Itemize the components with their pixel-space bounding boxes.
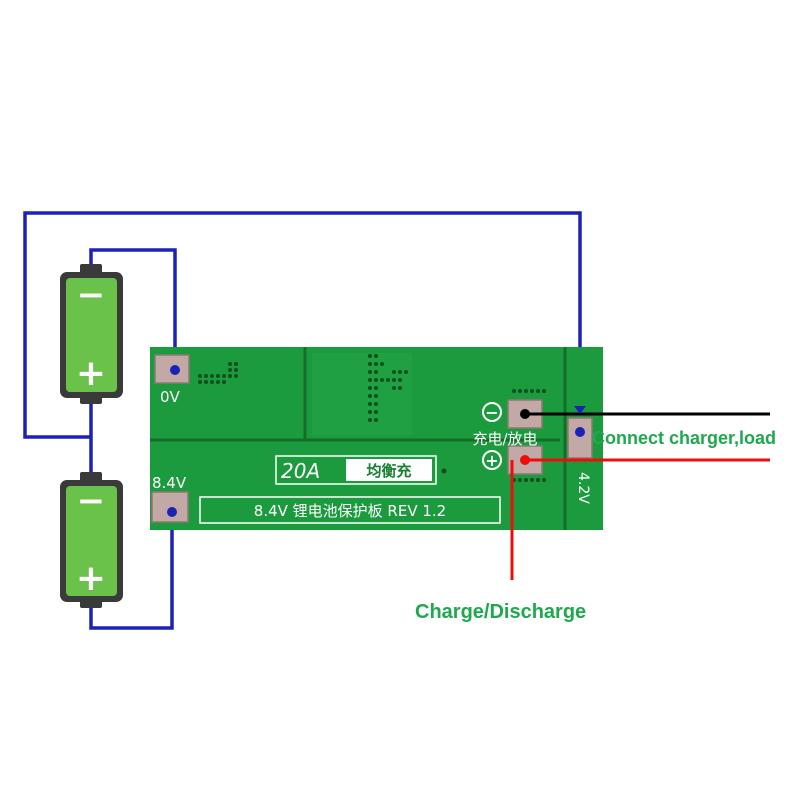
- battery-bottom-body: [66, 486, 117, 596]
- pcb-vias-left: [198, 362, 238, 384]
- port-plus-symbol: +: [485, 451, 498, 470]
- pad-4v2-label: 4.2V: [575, 472, 591, 504]
- battery-top-base: [80, 396, 102, 404]
- port-minus-symbol-ring: [482, 402, 502, 422]
- pad-0v-label: 0V: [160, 388, 181, 406]
- battery-top-body: [66, 278, 117, 392]
- pad-0v: [154, 354, 190, 384]
- pad-8v4-joint: [167, 507, 177, 517]
- arrow-icon: [574, 406, 586, 414]
- battery-top: − +: [60, 264, 123, 404]
- battery-bottom-minus: −: [77, 481, 106, 521]
- pad-8v4: [151, 491, 189, 523]
- connect-label: Connect charger,load: [592, 428, 776, 448]
- pcb-copper-pour: [312, 353, 412, 435]
- wire-outer-loop: [23, 211, 582, 439]
- pad-4v2: [567, 417, 593, 459]
- rating-label: 20A: [281, 459, 320, 483]
- pcb-pads: [151, 354, 593, 523]
- battery-bottom-plus: +: [76, 558, 106, 599]
- pad-8v4-label: 8.4V: [152, 474, 187, 492]
- pcb-board: 0V 8.4V 20A 均衡充 8.4V 锂电池保护板 REV 1.2 − 充电…: [150, 347, 603, 530]
- port-minus-symbol: −: [485, 403, 498, 422]
- blue-wires: [23, 211, 582, 630]
- pcb-vias-center: [368, 354, 408, 422]
- battery-top-minus: −: [77, 275, 106, 315]
- pad-4v2-joint: [575, 427, 585, 437]
- model-box: [199, 496, 501, 524]
- battery-top-plus: +: [76, 353, 106, 394]
- battery-bottom-base: [80, 600, 102, 608]
- rating-box: [275, 455, 437, 485]
- wire-top-battery-negative: [89, 248, 177, 370]
- charge-discharge-label: Charge/Discharge: [415, 601, 586, 623]
- wire-bottom-battery-positive: [89, 512, 174, 630]
- output-wires: [510, 412, 770, 580]
- port-label: 充电/放电: [472, 430, 537, 448]
- port-plus-symbol-ring: [482, 450, 502, 470]
- balance-label: 均衡充: [366, 462, 411, 480]
- balance-box: [346, 459, 432, 481]
- model-label: 8.4V 锂电池保护板 REV 1.2: [254, 502, 446, 520]
- battery-bottom: − +: [60, 472, 123, 608]
- pad-0v-joint: [170, 365, 180, 375]
